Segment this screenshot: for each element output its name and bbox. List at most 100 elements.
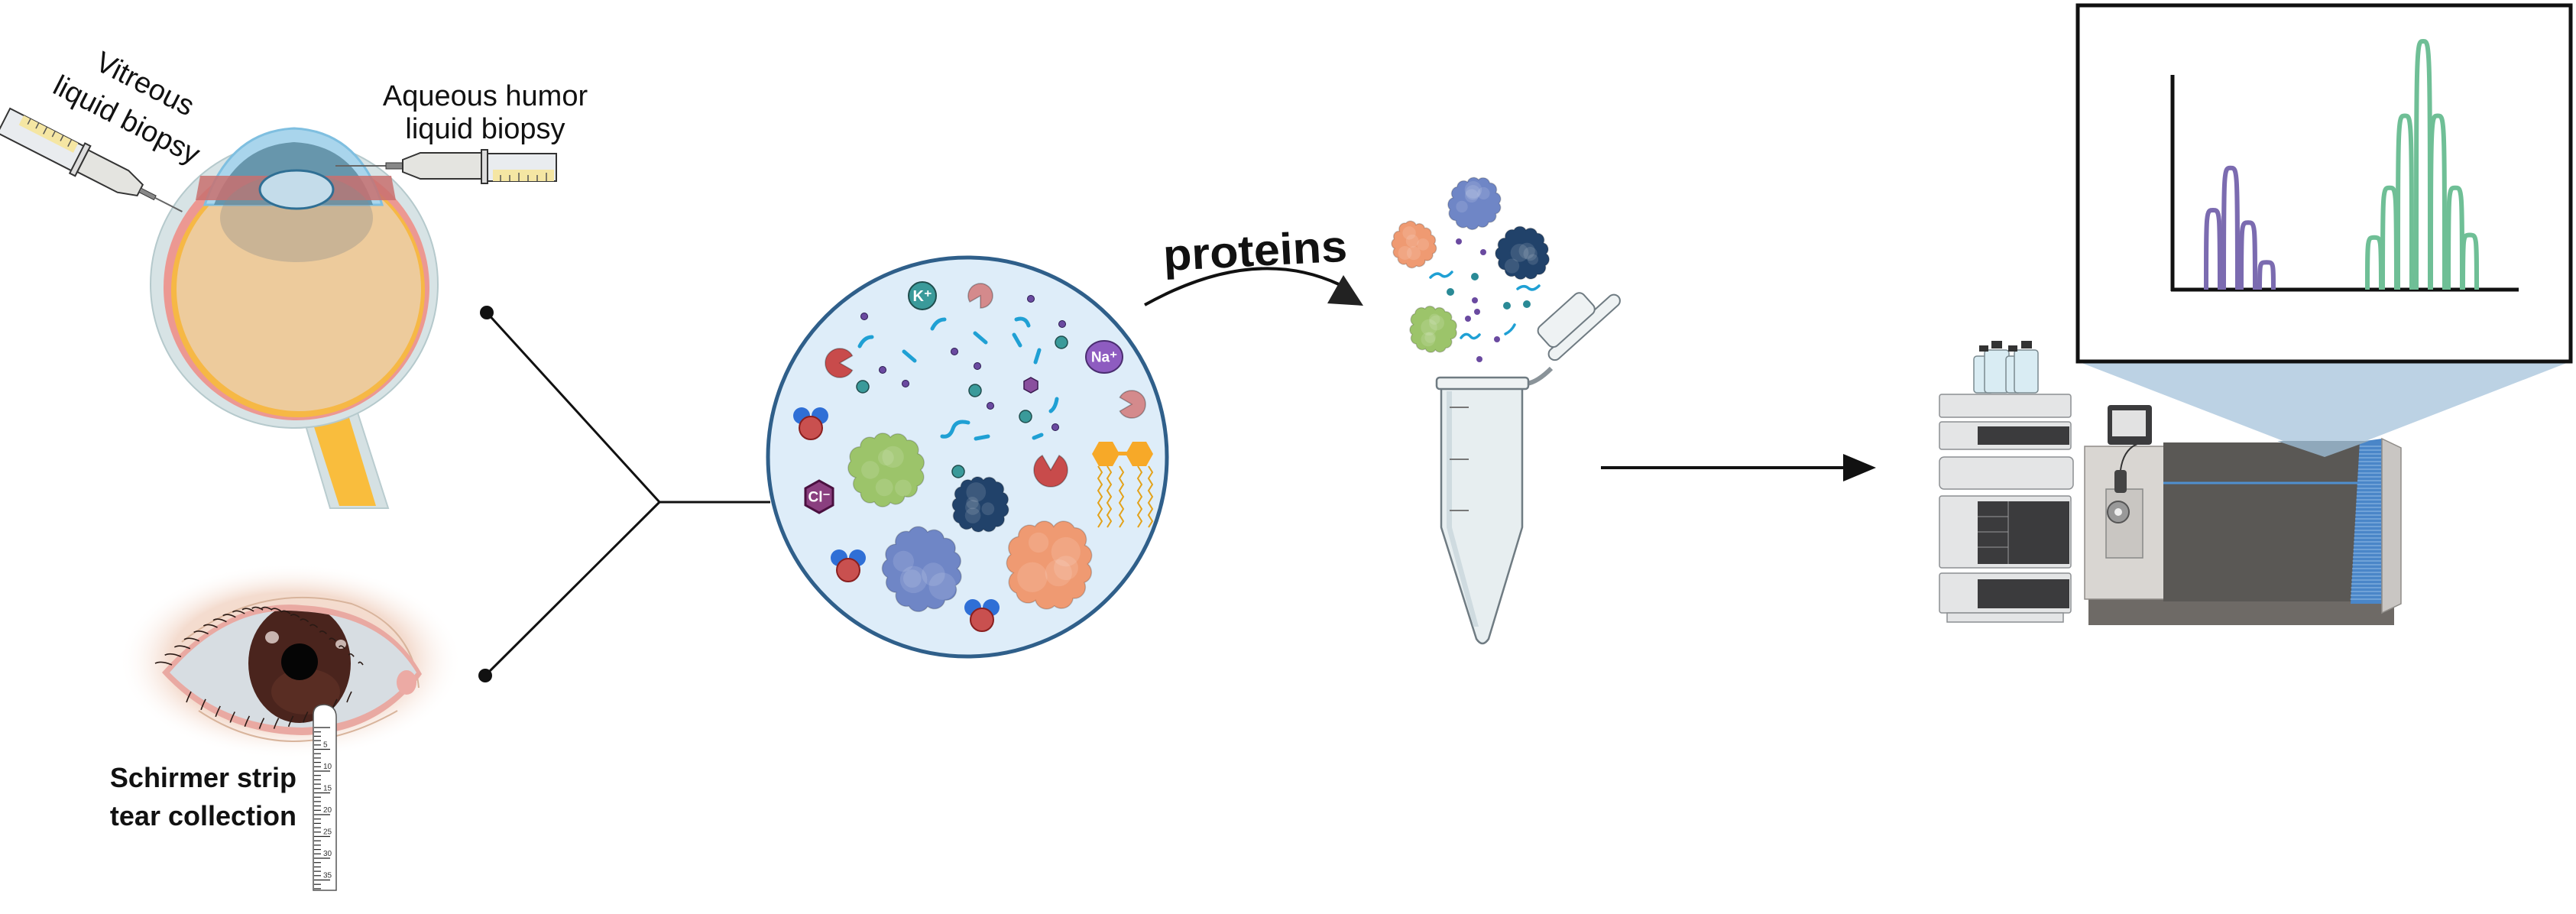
eyelash bbox=[338, 645, 345, 650]
potassium-ion-label: K⁺ bbox=[913, 288, 932, 305]
protein-blob-outline bbox=[1447, 177, 1502, 231]
protein-blob-texture bbox=[877, 449, 894, 466]
molecule-icon bbox=[831, 549, 866, 582]
small-molecule-purple bbox=[987, 402, 994, 410]
peptide-fragment bbox=[1012, 332, 1022, 348]
small-molecule-purple bbox=[1058, 320, 1066, 328]
peptide-fragment bbox=[1429, 271, 1453, 279]
eyelash bbox=[232, 610, 245, 614]
proteins-extraction-arrow bbox=[1144, 267, 1363, 306]
protein-blob-texture bbox=[964, 507, 981, 523]
protein-orange-icon bbox=[1006, 520, 1093, 610]
protein-blob-texture bbox=[899, 566, 928, 594]
mass-spectrometer-icon bbox=[2084, 405, 2402, 625]
protein-blob-texture bbox=[1421, 332, 1436, 347]
protein-blob-texture bbox=[875, 478, 893, 497]
spectrum-peak-green bbox=[2461, 232, 2479, 290]
protein-navy-icon bbox=[1495, 225, 1550, 280]
connector-vitreous-aqueous bbox=[485, 311, 661, 504]
strip-scale-number: 20 bbox=[323, 806, 332, 815]
peptide-fragment bbox=[974, 434, 990, 441]
eyelash bbox=[290, 614, 300, 618]
spectrum-peak-green bbox=[2396, 113, 2414, 290]
small-molecule-teal bbox=[1503, 302, 1511, 310]
protein-blob-texture bbox=[882, 446, 904, 468]
protein-blob-texture bbox=[965, 500, 980, 515]
eyelash bbox=[164, 653, 182, 658]
spectrum-peak-purple bbox=[2221, 165, 2240, 290]
protein-blob-outline bbox=[1006, 520, 1093, 610]
eyelash bbox=[154, 661, 173, 666]
small-molecule-teal bbox=[1471, 273, 1479, 280]
eyelash bbox=[300, 618, 309, 623]
aqueous-label-line2: liquid biopsy bbox=[405, 113, 565, 145]
peptide-fragment bbox=[1504, 323, 1516, 335]
protein-blob-texture bbox=[1417, 238, 1430, 251]
peptide-fragment bbox=[1048, 397, 1059, 413]
protein-blue-icon bbox=[881, 526, 962, 613]
eyelash bbox=[280, 610, 291, 614]
peptide-fragment bbox=[902, 349, 917, 363]
eyelash bbox=[183, 637, 200, 642]
connector-dot-tear bbox=[478, 669, 492, 682]
small-molecule-purple bbox=[974, 362, 981, 370]
aqueous-label-line1: Aqueous humor bbox=[383, 80, 588, 112]
protein-blob-texture bbox=[1523, 247, 1537, 261]
connector-dot-eye bbox=[480, 306, 494, 319]
protein-blob-texture bbox=[1527, 254, 1539, 265]
small-molecule-hexagon bbox=[1023, 377, 1039, 394]
protein-blob-outline bbox=[951, 476, 1009, 533]
protein-blob-texture bbox=[1429, 315, 1444, 331]
ocular-fluid-composition-circle: K⁺ Na⁺ Cl⁻ bbox=[766, 255, 1169, 659]
protein-green-icon bbox=[1409, 305, 1457, 353]
eyelash bbox=[241, 608, 254, 612]
small-molecule-purple bbox=[1480, 249, 1486, 255]
small-molecule-purple bbox=[1027, 295, 1035, 303]
strip-scale-number: 15 bbox=[323, 785, 332, 793]
eyelash bbox=[287, 715, 294, 728]
protein-blob-texture bbox=[1406, 246, 1421, 261]
strip-scale-number: 5 bbox=[323, 741, 328, 750]
small-molecule-purple bbox=[1456, 238, 1462, 245]
peptide-fragment bbox=[1033, 348, 1042, 365]
protein-blob-texture bbox=[1028, 532, 1049, 553]
peptide-fragment bbox=[973, 331, 988, 345]
protein-blob-texture bbox=[1054, 556, 1078, 581]
protein-blob-outline bbox=[847, 433, 925, 507]
protein-blob-texture bbox=[966, 482, 987, 502]
protein-blob-outline bbox=[881, 526, 962, 613]
protein-blob-texture bbox=[1051, 536, 1081, 567]
eyelash bbox=[346, 691, 352, 703]
protein-blob-outline bbox=[1409, 305, 1457, 353]
eyelash bbox=[329, 637, 336, 642]
molecule-icon bbox=[964, 599, 1000, 632]
strip-scale-number: 25 bbox=[323, 828, 332, 837]
eyelash bbox=[244, 715, 251, 728]
protein-blob-texture bbox=[1464, 181, 1482, 199]
small-molecule-purple bbox=[1476, 356, 1482, 362]
protein-blob-texture bbox=[1477, 186, 1490, 200]
enzyme-icon bbox=[825, 348, 854, 378]
enzyme-icon bbox=[967, 283, 993, 309]
peptide-fragment bbox=[857, 335, 874, 348]
spectrum-peak-purple bbox=[2257, 260, 2276, 290]
peptide-fragment bbox=[930, 317, 947, 331]
atom bbox=[970, 608, 994, 632]
small-molecule-teal bbox=[856, 380, 870, 394]
protein-blob-texture bbox=[922, 562, 945, 586]
eyelash bbox=[273, 718, 280, 729]
protein-blob-texture bbox=[861, 461, 880, 479]
protein-blob-texture bbox=[902, 569, 922, 588]
small-molecule-teal bbox=[1523, 300, 1531, 308]
small-molecule-teal bbox=[968, 384, 982, 397]
eyelash bbox=[212, 618, 227, 623]
liquid-chromatography-stack-icon bbox=[1939, 341, 2074, 623]
small-molecule-teal bbox=[1447, 288, 1454, 296]
eyelash bbox=[348, 653, 355, 657]
atom bbox=[836, 558, 860, 582]
zoom-projection-cone bbox=[2078, 361, 2571, 457]
eyelash bbox=[215, 705, 221, 718]
peptide-fragment bbox=[940, 420, 970, 439]
schirmer-label-line2: tear collection bbox=[110, 800, 296, 831]
